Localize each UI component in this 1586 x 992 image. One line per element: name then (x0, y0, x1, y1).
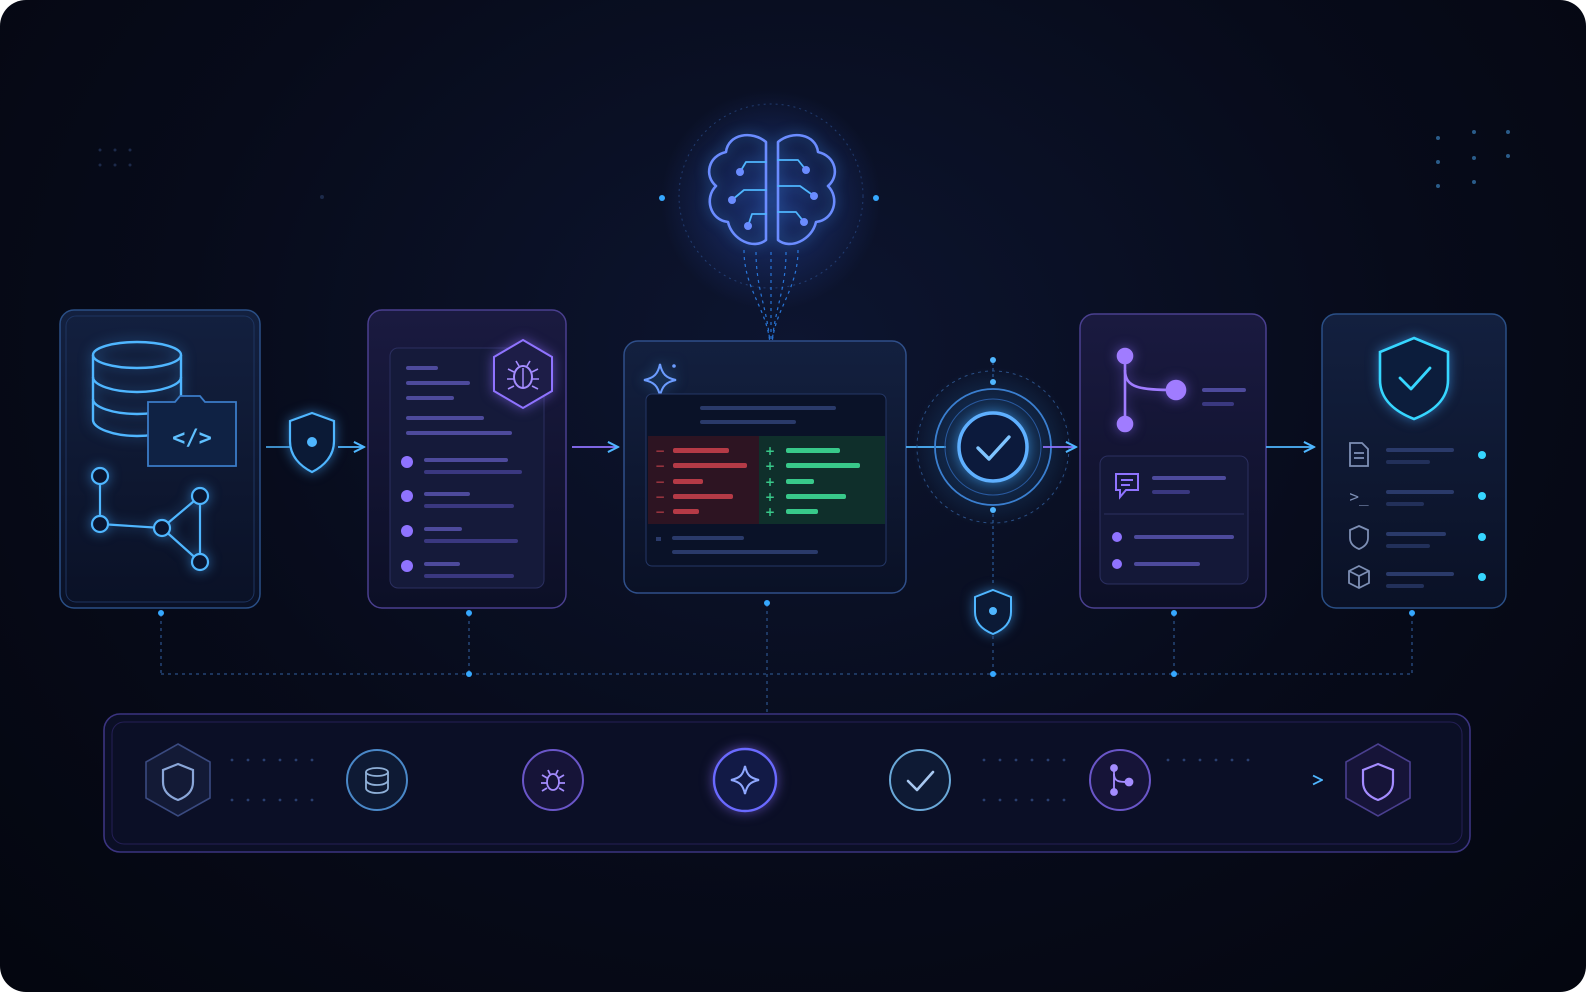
code-symbol: </> (172, 426, 212, 451)
connector-nodes (158, 600, 1415, 677)
diff-added-lines: + + + + + (765, 444, 860, 519)
verify-stage (913, 357, 1073, 636)
bug-icon (541, 769, 565, 792)
database-icon (365, 767, 389, 794)
diff-plus: + (765, 459, 775, 473)
shield-icon (1349, 525, 1369, 550)
pipeline-node-check (889, 749, 951, 811)
ai-patch-stage: − − − − − + + + + + (623, 340, 907, 594)
pipeline-node-database (346, 749, 408, 811)
shield-icon (974, 588, 1012, 636)
diff-plus: + (765, 505, 775, 519)
check-icon (957, 411, 1029, 483)
graph-icon (90, 466, 210, 572)
diff-minus: − (655, 490, 665, 504)
diff-icon: − − − − − + + + + + (648, 436, 885, 524)
pipeline-node-sparkle (712, 747, 778, 813)
secure-stage: >_ (1321, 313, 1507, 609)
source-stage: </> (59, 309, 261, 609)
diff-plus: + (765, 475, 775, 489)
decor-dots-left (98, 148, 324, 199)
comment-icon (1115, 473, 1139, 500)
decor-dots-right (1436, 130, 1510, 188)
list-icon (401, 456, 522, 578)
pipeline-node-shield-start (145, 743, 211, 817)
scan-stage (367, 309, 567, 609)
review-stage (1079, 313, 1267, 609)
code-icon: </> (147, 395, 237, 467)
brain-icon (659, 90, 881, 352)
diff-minus: − (655, 505, 665, 519)
pipeline-bar (103, 713, 1471, 853)
shield-icon (1361, 762, 1395, 802)
shield-icon (161, 762, 195, 802)
diff-minus: − (655, 444, 665, 458)
connector-1 (266, 411, 364, 474)
terminal-icon: >_ (1349, 487, 1369, 506)
cube-icon (1348, 564, 1370, 590)
diff-plus: + (765, 444, 775, 458)
shield-check-icon (1378, 336, 1450, 421)
pipeline-node-bug (522, 749, 584, 811)
connector-lines (160, 604, 1413, 712)
pipeline-node-branch (1089, 749, 1151, 811)
diff-plus: + (765, 490, 775, 504)
bug-icon (493, 338, 553, 410)
branch-icon (1116, 347, 1187, 433)
file-icon (1349, 442, 1369, 467)
shield-icon (288, 411, 336, 474)
branch-icon (1110, 764, 1134, 796)
sparkle-icon (730, 765, 760, 795)
diff-minus: − (655, 475, 665, 489)
diff-removed-lines: − − − − − (655, 444, 747, 519)
diff-minus: − (655, 459, 665, 473)
check-icon (906, 770, 935, 792)
pipeline-node-shield-end (1345, 743, 1411, 817)
